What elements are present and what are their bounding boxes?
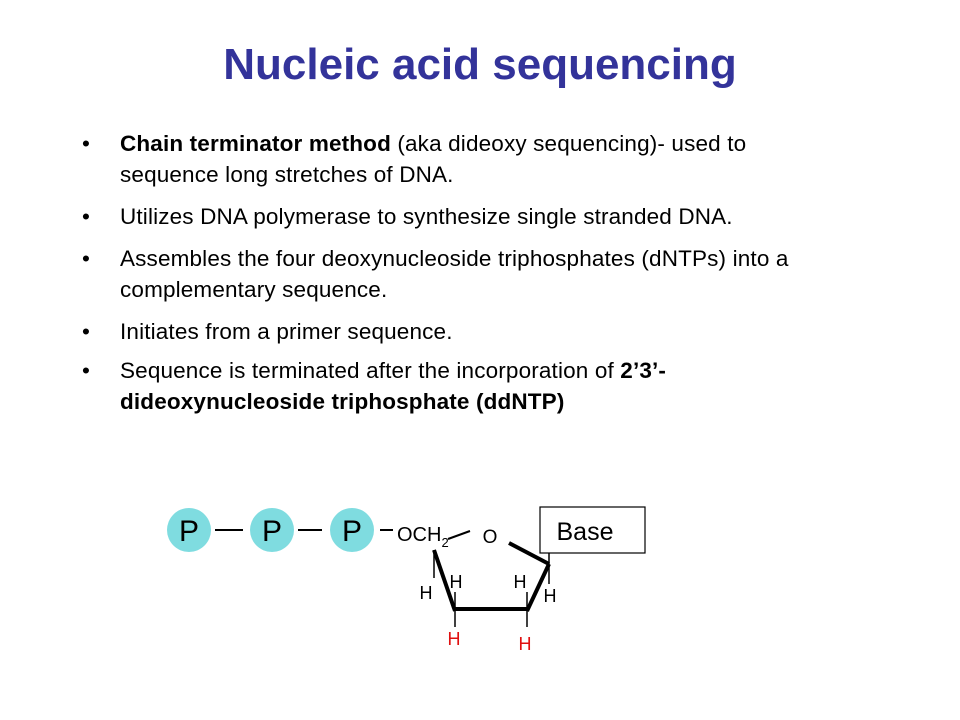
bullet-marker: • xyxy=(82,131,91,156)
ring-bond-c4-o xyxy=(447,530,471,540)
base-box xyxy=(539,506,646,554)
phosphate-circle-2 xyxy=(250,508,294,552)
phosphate-circle-1 xyxy=(167,508,211,552)
bullet-item: • Utilizes DNA polymerase to synthesize … xyxy=(80,201,840,232)
bullet-text: Utilizes DNA polymerase to synthesize si… xyxy=(120,204,733,229)
ring-oxygen-label: O xyxy=(483,527,498,548)
bullet-text-bold: 2’3’-dideoxynucleoside triphosphate (ddN… xyxy=(120,358,667,414)
c2-h-up-label: H xyxy=(514,572,527,592)
bullet-item: • Initiates from a primer sequence. xyxy=(80,316,840,347)
ring-bond-o-c1 xyxy=(508,541,550,566)
bullet-text: (aka dideoxy sequencing)- used to sequen… xyxy=(120,131,747,187)
och2-subscript: 2 xyxy=(441,535,448,550)
bullet-item: • Chain terminator method (aka dideoxy s… xyxy=(80,128,840,190)
bullet-marker: • xyxy=(82,319,91,344)
phosphate-label-3: P xyxy=(342,515,362,548)
bullet-item: • Assembles the four deoxynucleoside tri… xyxy=(80,243,840,305)
ring-bond-c4-c3 xyxy=(432,549,457,612)
bullet-text: Initiates from a primer sequence. xyxy=(120,319,453,344)
c3-h-up-label: H xyxy=(450,572,463,592)
bullet-text: Sequence is terminated after the incorpo… xyxy=(120,358,621,383)
phosphate-label-2: P xyxy=(262,515,282,548)
bullet-text: Assembles the four deoxynucleoside triph… xyxy=(120,246,789,302)
slide-title: Nucleic acid sequencing xyxy=(223,40,737,89)
bullet-list: • Chain terminator method (aka dideoxy s… xyxy=(80,128,840,428)
phosphate-circle-3 xyxy=(330,508,374,552)
och2-text: OCH xyxy=(397,524,441,546)
c2-h-down-label: H xyxy=(519,634,532,654)
phosphate-label-1: P xyxy=(179,515,199,548)
c3-h-down-label: H xyxy=(448,629,461,649)
base-label: Base xyxy=(557,518,614,546)
bullet-text-bold: Chain terminator method xyxy=(120,131,391,156)
och2-label: OCH2 xyxy=(397,524,449,550)
bullet-marker: • xyxy=(82,246,91,271)
ring-bond-c2-c1 xyxy=(525,563,551,612)
bullet-item: • Sequence is terminated after the incor… xyxy=(80,355,840,417)
c4-h-label: H xyxy=(420,583,433,603)
bullet-marker: • xyxy=(82,358,91,383)
bullet-marker: • xyxy=(82,204,91,229)
c1-h-label: H xyxy=(544,586,557,606)
